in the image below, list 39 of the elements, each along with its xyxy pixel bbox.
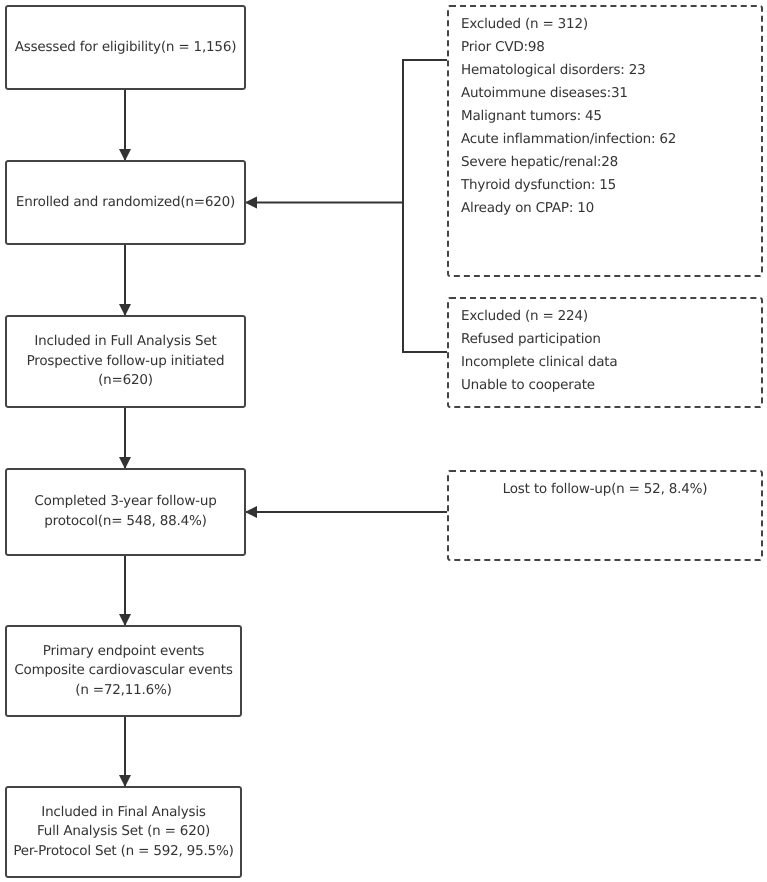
process-box [5, 468, 246, 556]
node-text: Primary endpoint events Composite cardiovascular events (n =72,11.6%) [13, 642, 234, 700]
process-box [5, 160, 246, 245]
arrow [119, 717, 131, 787]
node-text: Severe hepatic/renal:28 [461, 152, 618, 172]
node-text: Assessed for eligibility(n = 1,156) [14, 38, 236, 57]
node-text: Included in Final Analysis [41, 802, 206, 822]
node-text: Excluded (n = 312) [461, 15, 588, 34]
node-text: Included in Full Analysis Set [34, 332, 217, 352]
node-text: Enrolled and randomized(n=620) [16, 192, 236, 212]
node-text: Lost to follow-up(n = 52, 8.4%) [502, 480, 708, 499]
node-text: Prospective follow-up initiated (n=620) [26, 352, 226, 390]
arrow [119, 556, 131, 626]
node-text: Malignant tumors: 45 [461, 106, 602, 126]
node-text: Autoimmune diseases:31 [461, 84, 628, 103]
node-text: Incomplete clinical data [461, 352, 618, 372]
process-box [5, 5, 246, 90]
arrow [245, 196, 447, 353]
node-text: Already on CPAP: 10 [461, 198, 594, 218]
arrow [245, 506, 447, 518]
process-box [5, 625, 242, 717]
arrow [119, 245, 131, 316]
process-box [5, 786, 242, 878]
exclusion-box [447, 470, 763, 561]
node-text: Prior CVD:98 [461, 38, 545, 57]
exclusion-box [447, 5, 763, 277]
exclusion-box [447, 297, 763, 408]
node-text: Refused participation [461, 330, 601, 349]
node-text: Full Analysis Set (n = 620) [36, 822, 210, 842]
node-text: Thyroid dysfunction: 15 [461, 176, 616, 195]
node-text: Completed 3-year follow-up protocol(n= 548, 88.4%) [33, 492, 218, 531]
arrow [119, 408, 131, 469]
node-text: Hematological disorders: 23 [461, 60, 646, 80]
node-text: Excluded (n = 224) [461, 307, 588, 326]
arrow [119, 90, 131, 161]
process-box [5, 315, 246, 408]
node-text: Per-Protocol Set (n = 592, 95.5%) [13, 842, 234, 861]
node-text: Unable to cooperate [461, 376, 595, 395]
node-text: Acute inflammation/infection: 62 [461, 130, 676, 149]
